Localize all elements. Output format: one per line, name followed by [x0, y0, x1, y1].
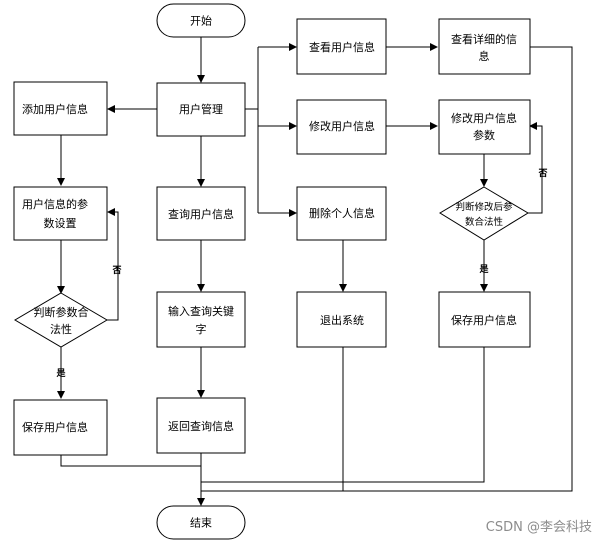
query-user-label: 查询用户信息: [168, 207, 234, 221]
view-user-label: 查看用户信息: [309, 40, 375, 54]
delete-info-box: 删除个人信息: [296, 186, 387, 241]
connectors: [57, 37, 573, 506]
modify-user-label: 修改用户信息: [309, 119, 375, 133]
save-right-box: 保存用户信息: [438, 291, 531, 348]
yes-label-right: 是: [478, 264, 489, 275]
view-user-box: 查看用户信息: [296, 18, 387, 75]
save-right-label: 保存用户信息: [451, 313, 517, 327]
view-detail-box: 查看详细的信 息: [438, 18, 531, 75]
judge-right-line1: 判断修改后参: [455, 201, 513, 213]
input-keyword-line2: 字: [196, 322, 207, 336]
user-mgmt-label: 用户管理: [179, 102, 223, 116]
return-query-box: 返回查询信息: [156, 397, 246, 454]
modify-params-box: 修改用户信息 参数: [438, 99, 531, 155]
view-detail-line2: 息: [479, 49, 490, 63]
modify-user-box: 修改用户信息: [296, 99, 387, 155]
param-setting-line1: 用户信息的参: [22, 197, 88, 211]
start-label: 开始: [190, 14, 212, 28]
add-user-box: 添加用户信息: [13, 81, 108, 136]
input-keyword-box: 输入查询关键 字: [156, 291, 246, 348]
judge-left-line2: 法性: [50, 322, 72, 336]
user-mgmt-box: 用户管理: [156, 82, 246, 137]
judge-left-line1: 判断参数合: [34, 305, 89, 319]
judge-left-diamond: 判断参数合 法性: [14, 292, 108, 348]
exit-system-box: 退出系统: [296, 291, 387, 348]
add-user-label: 添加用户信息: [22, 102, 88, 116]
end-terminal: 结束: [156, 505, 246, 540]
modify-params-line1: 修改用户信息: [451, 111, 517, 125]
start-terminal: 开始: [156, 3, 246, 38]
exit-system-label: 退出系统: [320, 313, 364, 327]
save-left-label: 保存用户信息: [22, 420, 88, 434]
delete-info-label: 删除个人信息: [309, 206, 375, 220]
no-label-left: 否: [111, 265, 121, 276]
judge-right-diamond: 判断修改后参 数合法性: [439, 186, 529, 241]
judge-right-line2: 数合法性: [465, 216, 504, 228]
watermark: CSDN @李会科技: [486, 520, 592, 535]
no-label-right: 否: [537, 168, 547, 179]
end-label: 结束: [190, 517, 212, 530]
modify-params-line2: 参数: [473, 128, 495, 142]
save-left-box: 保存用户信息: [13, 399, 108, 456]
view-detail-line1: 查看详细的信: [451, 32, 517, 46]
param-setting-line2: 数设置: [44, 217, 77, 230]
param-setting-box: 用户信息的参 数设置: [13, 186, 108, 241]
input-keyword-line1: 输入查询关键: [168, 304, 234, 318]
query-user-box: 查询用户信息: [156, 186, 246, 241]
yes-label-left: 是: [55, 368, 66, 379]
return-query-label: 返回查询信息: [168, 419, 234, 433]
